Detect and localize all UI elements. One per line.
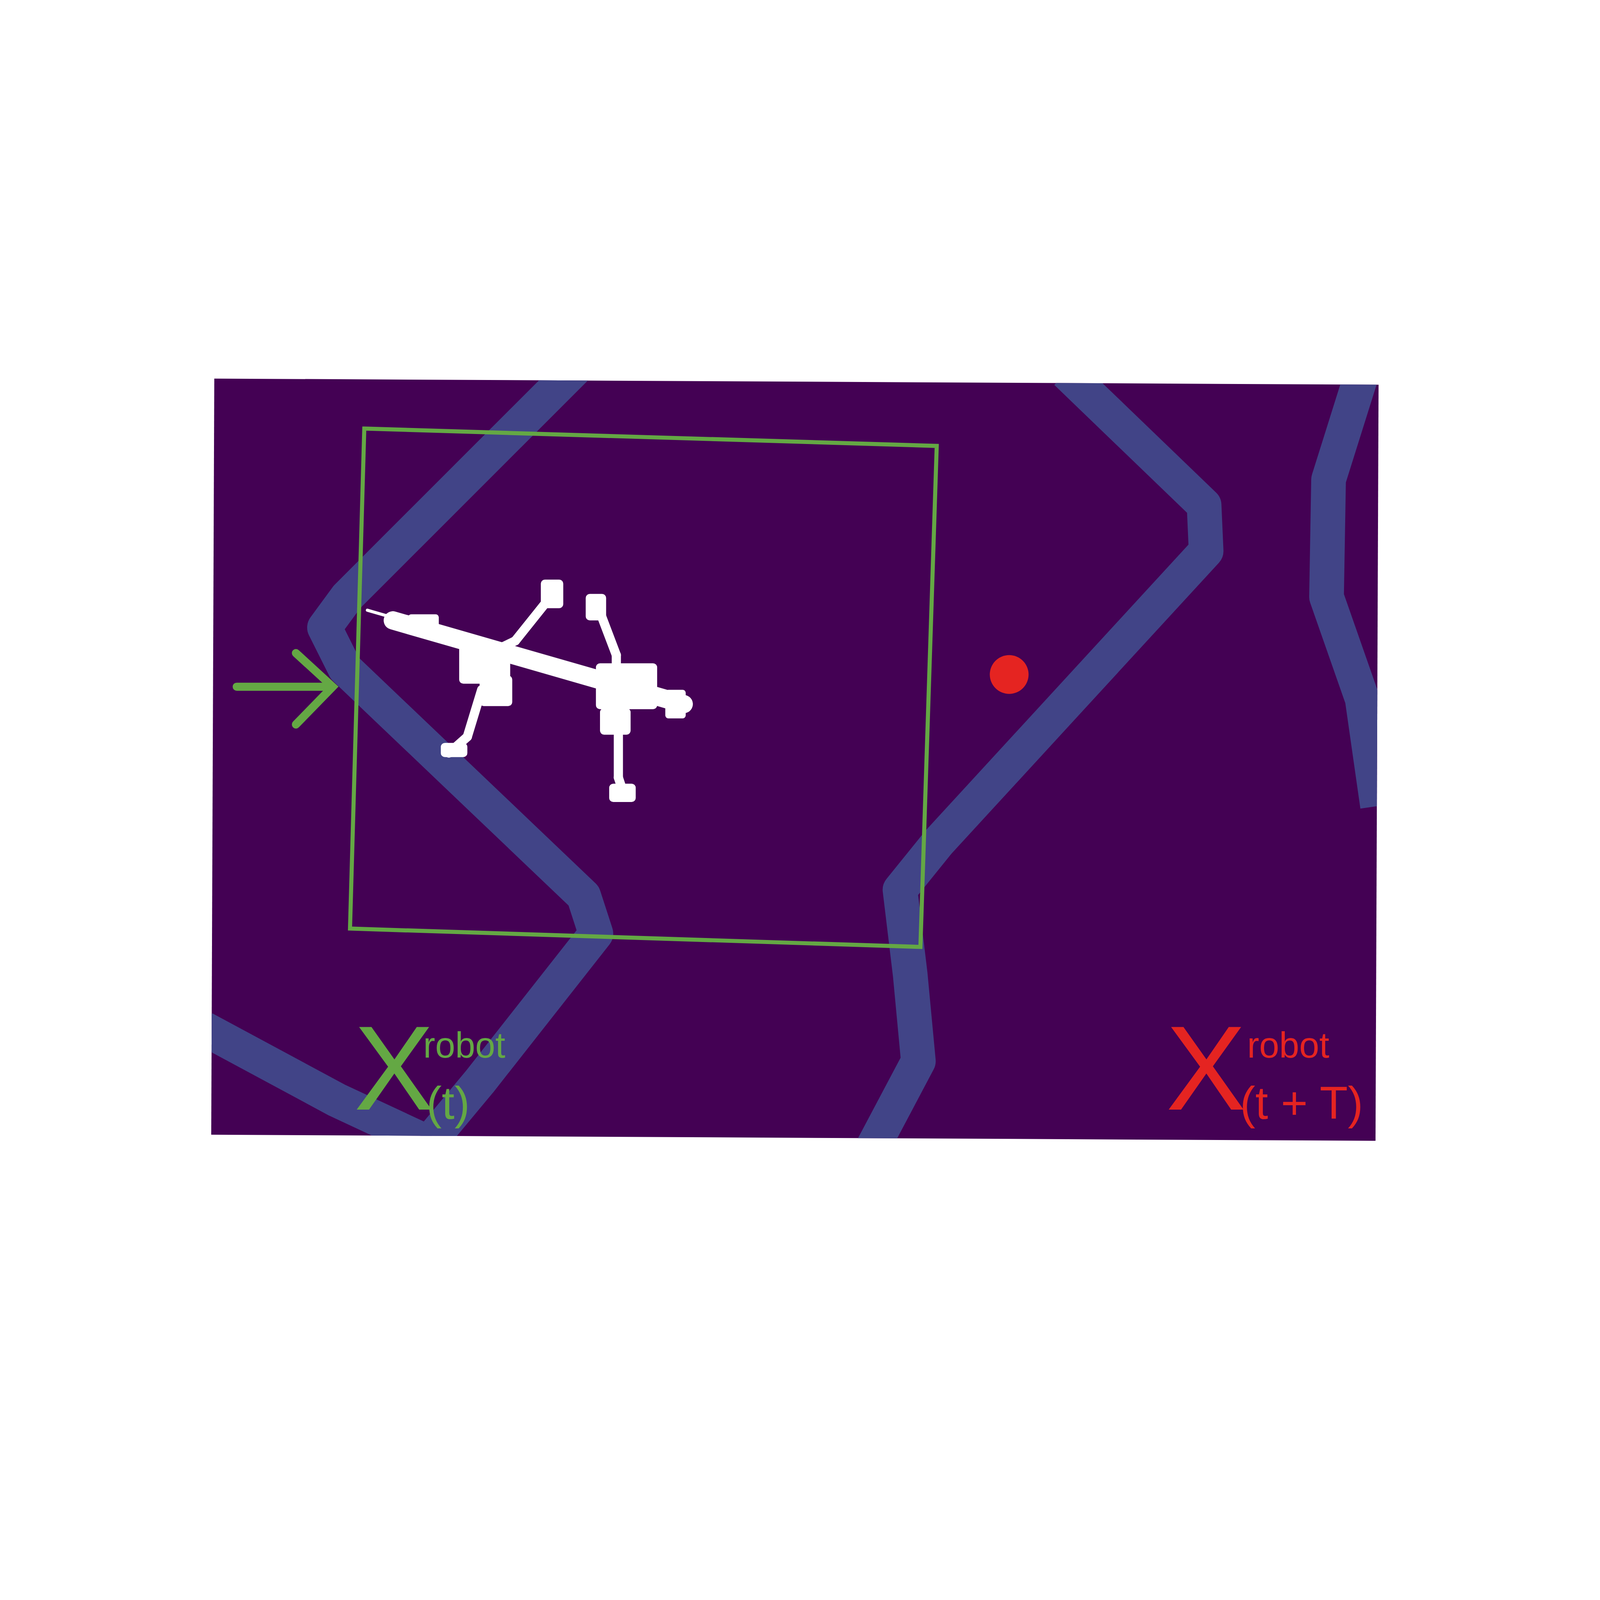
superscript: robot [1247,1027,1330,1064]
subscript: (t) [426,1080,470,1126]
view-frame [350,428,937,947]
variable-symbol: X [1166,1008,1246,1128]
subscript: (t + T) [1240,1080,1364,1126]
band [872,372,1206,1148]
band [324,367,596,1143]
robot-figure [367,579,686,802]
variable-symbol: X [354,1008,434,1128]
band [1326,372,1378,806]
superscript: robot [423,1027,506,1064]
entry-arrow [236,653,333,725]
bands [204,367,1378,1148]
target-dot [989,655,1029,694]
